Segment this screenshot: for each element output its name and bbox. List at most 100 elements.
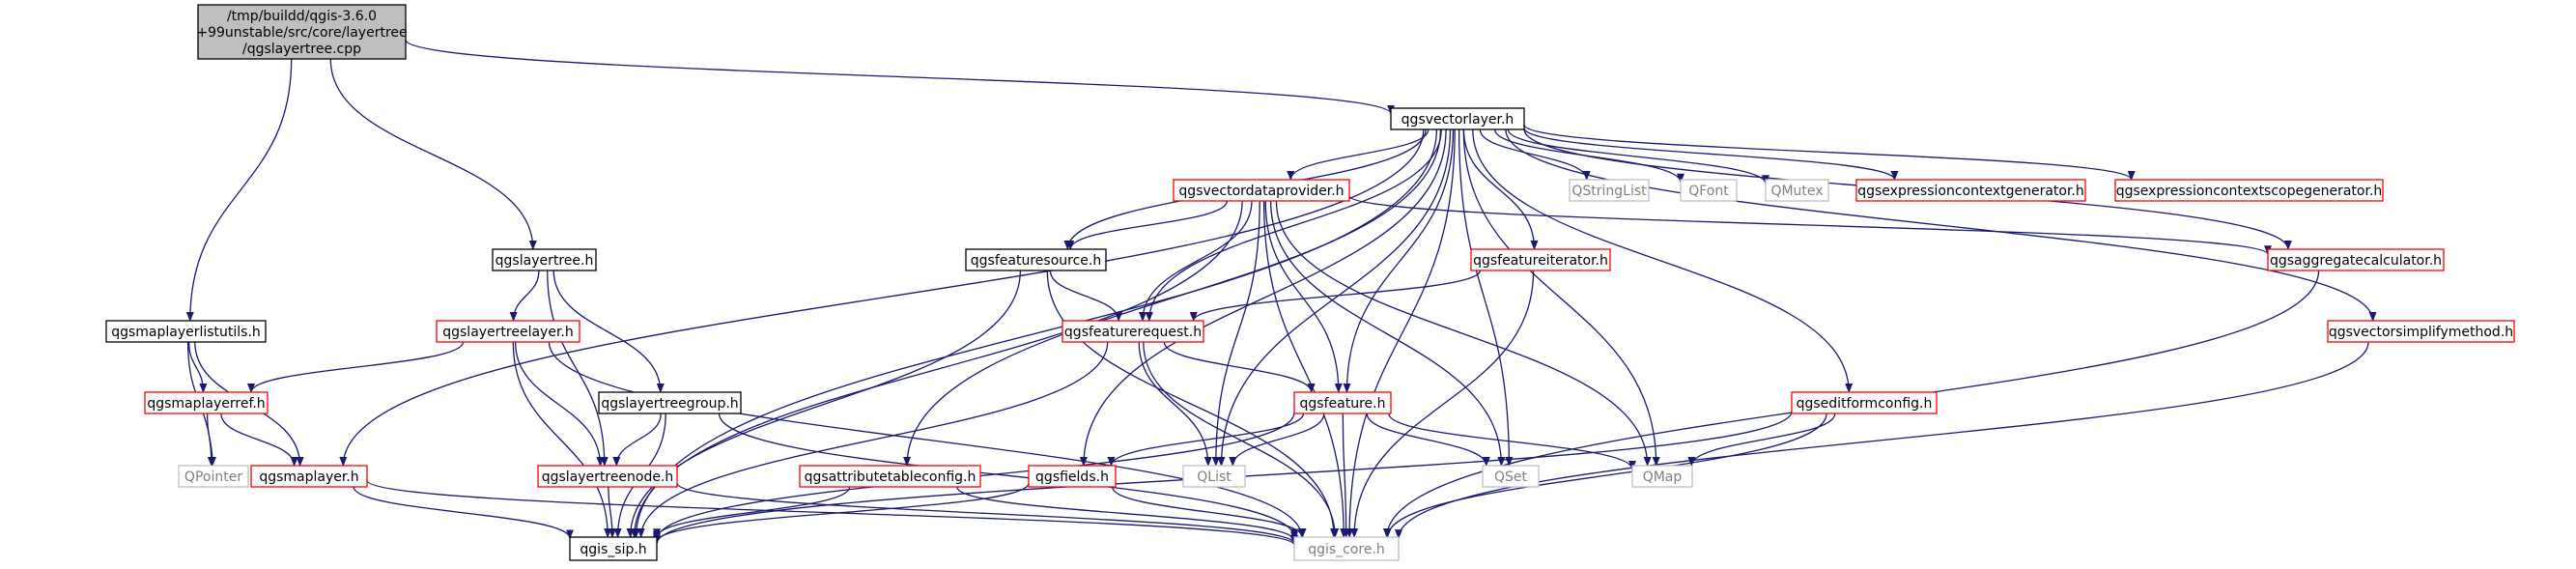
node-qgsvectorlayer[interactable]: qgsvectorlayer.h bbox=[1390, 107, 1525, 130]
edge-qgslayertreenode-to-qgis_core bbox=[676, 482, 1298, 545]
edge-qgsfeaturerequest-to-qgis_core bbox=[1143, 341, 1340, 538]
node-label: QPointer bbox=[184, 469, 242, 485]
node-box bbox=[537, 465, 678, 488]
node-label: qgslayertree.h bbox=[495, 253, 594, 269]
edge-qgsvectorlayer-to-qgis_core bbox=[1345, 128, 1456, 538]
node-box bbox=[2327, 320, 2515, 343]
edge-qgsfeatureiterator-to-qgsfeaturerequest bbox=[1189, 270, 1481, 322]
edge-qgsfeature-to-qset bbox=[1366, 413, 1490, 467]
node-label: /tmp/buildd/qgis-3.6.0 bbox=[227, 9, 377, 24]
node-box bbox=[1791, 391, 1938, 414]
edge-qgslayertree-to-qgslayertreelayer bbox=[509, 270, 540, 322]
node-qgsaggregatecalculator[interactable]: qgsaggregatecalculator.h bbox=[2267, 248, 2445, 271]
edge-qgsmaplayer-to-qgis_core bbox=[366, 479, 1298, 547]
edge-qgslayertreelayer-to-qgsmaplayerref bbox=[247, 341, 465, 393]
edge-qgsmaplayerref-to-qpointer bbox=[206, 413, 216, 467]
node-qgsvectorsimplifymethod[interactable]: qgsvectorsimplifymethod.h bbox=[2327, 320, 2515, 343]
node-qfont: QFont bbox=[1680, 179, 1738, 202]
node-label: qgsmaplayerlistutils.h bbox=[111, 325, 261, 340]
node-qpointer: QPointer bbox=[178, 465, 249, 488]
node-label: qgsaggregatecalculator.h bbox=[2270, 253, 2442, 269]
node-label: qgsvectorsimplifymethod.h bbox=[2329, 325, 2513, 340]
edge-qgsmaplayer-to-qgis_sip bbox=[353, 486, 574, 540]
edge-qgsvectordataprovider-to-qgsfeaturesource bbox=[1066, 200, 1228, 250]
node-qgsfields[interactable]: qgsfields.h bbox=[1028, 465, 1117, 488]
node-qgsmaplayer[interactable]: qgsmaplayer.h bbox=[250, 465, 368, 488]
node-box bbox=[1680, 179, 1738, 202]
node-label: QList bbox=[1197, 469, 1231, 485]
node-qgslayertreegroup[interactable]: qgslayertreegroup.h bbox=[598, 391, 742, 414]
node-box bbox=[1569, 179, 1650, 202]
edge-qgsfeaturesource-to-qgis_core bbox=[1046, 270, 1339, 538]
edge-qgsvectorlayer-to-qmap bbox=[1462, 128, 1660, 467]
node-label: qgsfields.h bbox=[1035, 469, 1109, 485]
node-qgsfeaturerequest[interactable]: qgsfeaturerequest.h bbox=[1062, 320, 1204, 343]
node-box bbox=[598, 391, 742, 414]
edge-qgslayertreegroup-to-qgslayertreenode bbox=[612, 413, 662, 467]
node-qgis_sip[interactable]: qgis_sip.h bbox=[569, 536, 658, 561]
node-qgsvectordataprovider[interactable]: qgsvectordataprovider.h bbox=[1173, 179, 1350, 202]
edge-qgslayertree-to-qgslayertreegroup bbox=[552, 270, 665, 393]
node-qgslayertreenode[interactable]: qgslayertreenode.h bbox=[537, 465, 678, 488]
node-label: qgsfeaturerequest.h bbox=[1064, 325, 1202, 340]
edge-qgsfeaturerequest-to-qlist bbox=[1138, 341, 1212, 467]
edge-qgsvectordataprovider-to-qgsfeature bbox=[1264, 200, 1343, 393]
edge-qgsfeatureiterator-to-qgis_core bbox=[1350, 270, 1535, 538]
node-label: /qgslayertree.cpp bbox=[242, 42, 361, 57]
node-root[interactable]: /tmp/buildd/qgis-3.6.0+99unstable/src/co… bbox=[196, 4, 408, 60]
node-qgsmaplayerlistutils[interactable]: qgsmaplayerlistutils.h bbox=[105, 320, 267, 343]
node-box bbox=[436, 320, 580, 343]
edge-qgslayertreenode-to-qgis_sip bbox=[608, 486, 616, 538]
edge-qgsvectorlayer-to-qstringlist bbox=[1479, 128, 1591, 181]
edge-qgsvectorlayer-to-qgsfeatureiterator bbox=[1462, 128, 1539, 250]
edge-qgsvectordataprovider-to-qset bbox=[1269, 200, 1506, 467]
edge-qgsvectorlayer-to-qlist bbox=[1217, 128, 1452, 467]
node-label: qgslayertreegroup.h bbox=[601, 396, 738, 412]
node-label: qgsfeatureiterator.h bbox=[1473, 253, 1608, 269]
node-qgsexprctxscopegen[interactable]: qgsexpressioncontextscopegenerator.h bbox=[2114, 179, 2384, 202]
edge-qgslayertreelayer-to-qgis_core bbox=[548, 341, 1306, 538]
node-box bbox=[799, 465, 981, 488]
edge-qgsvectorlayer-to-qgsfeaturerequest bbox=[1145, 128, 1442, 322]
node-qgsmaplayerref[interactable]: qgsmaplayerref.h bbox=[144, 391, 269, 414]
node-qset: QSet bbox=[1482, 465, 1540, 488]
node-qgsfeatureiterator[interactable]: qgsfeatureiterator.h bbox=[1470, 248, 1611, 271]
node-qgsfeature[interactable]: qgsfeature.h bbox=[1293, 391, 1392, 414]
node-label: qgsexpressioncontextscopegenerator.h bbox=[2116, 184, 2383, 199]
edge-qgsvectordataprovider-to-qlist bbox=[1211, 200, 1260, 467]
edge-qgsvectordataprovider-to-qmap bbox=[1275, 200, 1652, 467]
node-label: qgslayertreelayer.h bbox=[442, 325, 574, 340]
node-qgsfeaturesource[interactable]: qgsfeaturesource.h bbox=[965, 248, 1107, 271]
edge-qgsfeaturerequest-to-qgis_sip bbox=[637, 341, 1109, 538]
edge-qgsvectorlayer-to-qgsexprctxgen bbox=[1523, 128, 1899, 181]
node-label: qgis_core.h bbox=[1308, 542, 1385, 557]
edge-qgsattributetableconfig-to-qgis_sip bbox=[653, 486, 851, 539]
node-qgslayertree[interactable]: qgslayertree.h bbox=[492, 248, 597, 271]
node-qmutex: QMutex bbox=[1765, 179, 1829, 202]
node-qgsattributetableconfig[interactable]: qgsattributetableconfig.h bbox=[799, 465, 981, 488]
node-qstringlist: QStringList bbox=[1569, 179, 1650, 202]
node-box bbox=[250, 465, 368, 488]
node-box bbox=[965, 248, 1107, 271]
node-qgsexprctxgen[interactable]: qgsexpressioncontextgenerator.h bbox=[1855, 179, 2086, 202]
node-qgis_core: qgis_core.h bbox=[1293, 536, 1400, 561]
node-box bbox=[1062, 320, 1204, 343]
node-label: QStringList bbox=[1571, 184, 1647, 199]
node-qgslayertreelayer[interactable]: qgslayertreelayer.h bbox=[436, 320, 580, 343]
node-box bbox=[178, 465, 249, 488]
edge-qgsvectorlayer-to-qgsmaplayer bbox=[339, 128, 1425, 467]
node-box bbox=[1470, 248, 1611, 271]
node-box bbox=[492, 248, 597, 271]
node-box bbox=[2114, 179, 2384, 202]
node-label: QMap bbox=[1643, 469, 1683, 485]
node-qlist: QList bbox=[1182, 465, 1246, 488]
edge-qgsvectorlayer-to-qgsfields bbox=[1079, 128, 1447, 467]
edge-qgsfeature-to-qmap bbox=[1388, 413, 1636, 470]
node-label: qgsfeature.h bbox=[1300, 396, 1386, 412]
node-label: qgsmaplayerref.h bbox=[147, 396, 265, 412]
edge-qgsvectorlayer-to-qgis_sip bbox=[632, 128, 1438, 538]
node-box bbox=[197, 4, 407, 60]
node-qgseditformconfig[interactable]: qgseditformconfig.h bbox=[1791, 391, 1938, 414]
edge-qgsvectorlayer-to-qgsexprctxscopegen bbox=[1523, 124, 2136, 181]
edge-layer bbox=[185, 39, 2377, 547]
